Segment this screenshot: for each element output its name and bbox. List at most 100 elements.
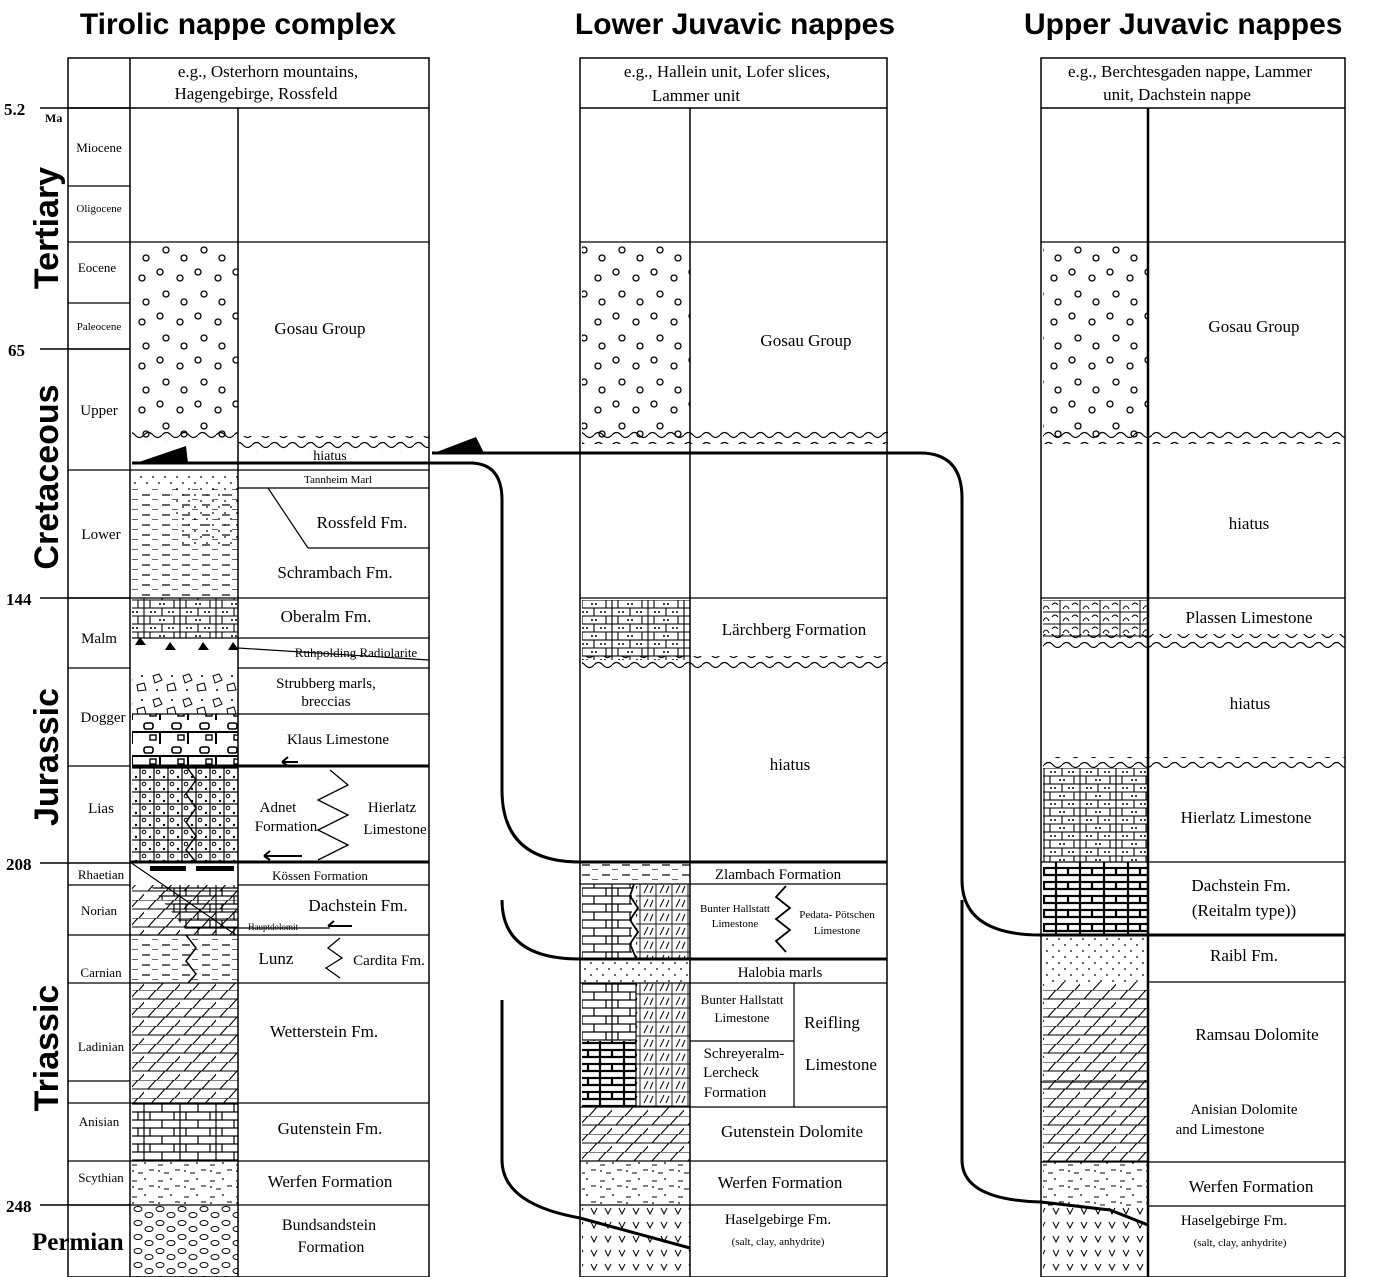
age-tick-65: 65: [8, 341, 25, 360]
lower-example-line2: Lammer unit: [652, 86, 741, 105]
tirolic-adnet-label-2: Formation: [255, 819, 318, 835]
lower-pedata-label-2: Limestone: [814, 925, 861, 937]
tirolic-hierlatz-label-2: Limestone: [363, 822, 427, 838]
tirolic-strubberg-label-1: Strubberg marls,: [276, 676, 376, 692]
lower-reifling-label-2: Limestone: [805, 1055, 877, 1074]
upper-juvavic-column: [1040, 57, 1346, 1277]
lower-schreyeralm-label-2: Lercheck: [703, 1065, 759, 1081]
age-tick-208: 208: [6, 855, 32, 874]
tirolic-adnet-pattern: [132, 766, 238, 862]
period-tertiary: Tertiary: [28, 167, 66, 289]
upper-gosau-label: Gosau Group: [1208, 317, 1299, 336]
period-triassic: Triassic: [28, 985, 66, 1112]
sinistral-arrow-icon: [263, 850, 302, 861]
tirolic-hierlatz-label-1: Hierlatz: [368, 800, 417, 816]
lower-reifling-label-1: Reifling: [804, 1013, 860, 1032]
epoch-miocene: Miocene: [76, 140, 122, 155]
age-unit: Ma: [45, 111, 62, 125]
epoch-dogger: Dogger: [81, 710, 126, 726]
kossen-dash: [150, 866, 186, 871]
upper-juvavic-title: Upper Juvavic nappes: [1024, 8, 1342, 41]
upper-dachstein-label-1: Dachstein Fm.: [1191, 876, 1290, 895]
lower-bunter2-label-2: Limestone: [715, 1010, 770, 1025]
sinistral-arrow-icon: [281, 756, 298, 767]
tirolic-schrambach-label: Schrambach Fm.: [277, 563, 392, 582]
tirolic-hiatus-label: hiatus: [313, 449, 346, 464]
tirolic-tannheim-label: Tannheim Marl: [304, 474, 372, 486]
tirolic-strubberg-label-2: breccias: [301, 694, 350, 710]
radiolarite-triangle: [198, 642, 209, 650]
tirolic-klaus-pattern: [132, 714, 238, 766]
lower-hiatus-label: hiatus: [770, 755, 811, 774]
tirolic-unconformity: [132, 430, 238, 442]
tirolic-werfen-pattern: [132, 1161, 238, 1205]
lower-pedata-label-1: Pedata- Pötschen: [799, 909, 875, 921]
tirolic-kossen-label: Kössen Formation: [272, 868, 368, 883]
upper-example-line1: e.g., Berchtesgaden nappe, Lammer: [1068, 62, 1312, 81]
radiolarite-triangle: [228, 642, 239, 650]
epoch-scythian: Scythian: [78, 1170, 124, 1185]
epoch-lower: Lower: [81, 527, 120, 543]
radiolarite-triangle: [135, 637, 146, 645]
lower-larchberg-label: Lärchberg Formation: [722, 620, 867, 639]
tirolic-cardita-label: Cardita Fm.: [353, 953, 425, 969]
epoch-upper: Upper: [80, 403, 118, 419]
tirolic-buntsandstein-pattern: [132, 1205, 238, 1277]
tirolic-oberalm-pattern: [132, 598, 238, 638]
tirolic-lunz-pattern: [132, 935, 238, 983]
lower-haselgebirge-label: Haselgebirge Fm.: [725, 1212, 831, 1228]
tirolic-rossfeld-pattern: [170, 488, 238, 548]
upper-example-line2: unit, Dachstein nappe: [1103, 85, 1251, 104]
upper-anisian-label-2: and Limestone: [1176, 1122, 1265, 1138]
lower-halobia-label: Halobia marls: [738, 965, 823, 981]
upper-haselgebirge-label: Haselgebirge Fm.: [1181, 1213, 1287, 1229]
kossen-dash: [196, 866, 234, 871]
tirolic-gutenstein-label: Gutenstein Fm.: [278, 1119, 383, 1138]
tirolic-ruhpolding-label: Ruhpolding Radiolarite: [295, 645, 418, 660]
thrust-line-5: [960, 900, 1149, 1227]
thrust-sawtooth-icon: [434, 437, 484, 453]
lower-example-line1: e.g., Hallein unit, Lofer slices,: [624, 62, 830, 81]
tirolic-rossfeld-label: Rossfeld Fm.: [317, 513, 408, 532]
tirolic-wetterstein-pattern: [132, 983, 238, 1103]
tirolic-title: Tirolic nappe complex: [80, 8, 397, 41]
upper-werfen-label: Werfen Formation: [1189, 1177, 1314, 1196]
period-cretaceous: Cretaceous: [28, 384, 66, 569]
epoch-eocene: Eocene: [78, 260, 116, 275]
epoch-carnian: Carnian: [80, 965, 122, 980]
tirolic-strubberg-pattern: [132, 668, 238, 714]
tirolic-example-line2: Hagengebirge, Rossfeld: [174, 84, 338, 103]
tirolic-werfen-label: Werfen Formation: [268, 1172, 393, 1191]
thrust-faults: [132, 451, 1149, 1250]
tirolic-dachstein-pattern: [150, 885, 238, 935]
radiolarite-triangle: [165, 642, 176, 650]
tirolic-gosau-pattern: [132, 242, 238, 442]
thrust-line-2: [500, 899, 581, 961]
upper-plassen-label: Plassen Limestone: [1185, 608, 1312, 627]
lower-schreyeralm-label-1: Schreyeralm-: [704, 1046, 785, 1062]
lower-juvavic-column: [579, 57, 888, 1277]
upper-hiatus1-label: hiatus: [1229, 514, 1270, 533]
upper-raibl-label: Raibl Fm.: [1210, 946, 1278, 965]
upper-dachstein-label-2: (Reitalm type)): [1192, 901, 1296, 920]
epoch-labels: Miocene Oligocene Eocene Paleocene Upper…: [76, 140, 125, 1185]
tirolic-klaus-label: Klaus Limestone: [287, 732, 389, 748]
thrust-line-1: [132, 461, 581, 864]
tirolic-wetterstein-label: Wetterstein Fm.: [270, 1022, 378, 1041]
tirolic-buntsandstein-label-1: Bundsandstein: [282, 1217, 376, 1234]
epoch-lias: Lias: [88, 801, 114, 817]
epoch-norian: Norian: [81, 903, 118, 918]
lower-juvavic-title: Lower Juvavic nappes: [575, 8, 895, 41]
upper-hierlatz-label: Hierlatz Limestone: [1181, 808, 1312, 827]
lower-bunter1-label-1: Bunter Hallstatt: [700, 903, 770, 915]
lower-zlambach-label: Zlambach Formation: [715, 867, 842, 883]
tirolic-dachstein-label: Dachstein Fm.: [308, 896, 407, 915]
epoch-malm: Malm: [81, 631, 117, 647]
sinistral-arrow-icon: [327, 920, 352, 927]
lower-bunter1-label-2: Limestone: [712, 918, 759, 930]
tirolic-oberalm-label: Oberalm Fm.: [281, 607, 372, 626]
thrust-line-3: [500, 1000, 691, 1250]
age-tick-248: 248: [6, 1197, 32, 1216]
age-tick-144: 144: [6, 590, 32, 609]
